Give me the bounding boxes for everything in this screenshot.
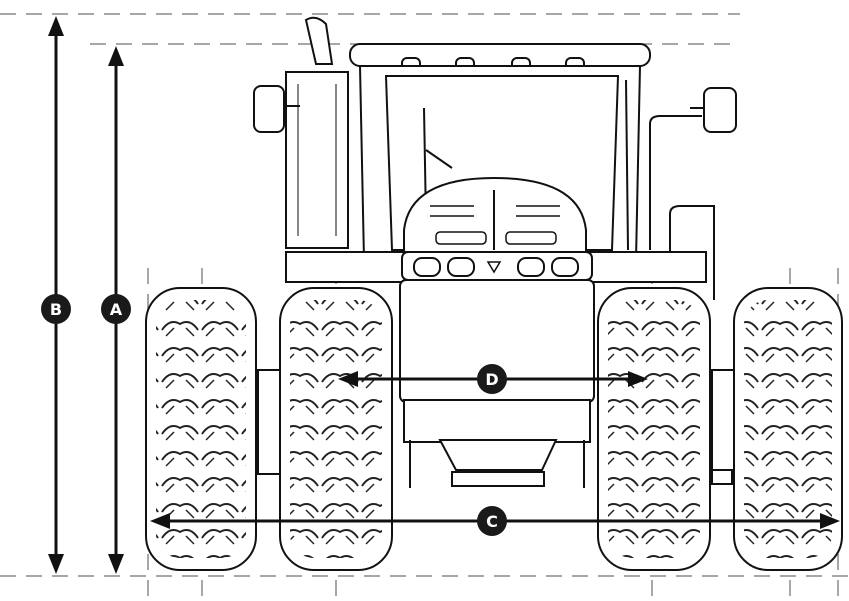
label-b-text: B [50, 300, 62, 319]
air-cleaner [285, 71, 349, 249]
label-badge-c: C [477, 506, 507, 536]
dimension-a-arrowhead-bottom [108, 554, 124, 574]
headlight [551, 257, 579, 277]
headlight [413, 257, 441, 277]
cab-window [384, 75, 620, 251]
dimension-labels: B A D C [41, 294, 507, 536]
headlight [447, 257, 475, 277]
dimension-c-arrowhead-left [150, 513, 170, 529]
inner-right-tire [597, 287, 711, 571]
label-a-text: A [110, 300, 123, 319]
label-badge-b: B [41, 294, 71, 324]
inner-left-tire [279, 287, 393, 571]
dimension-b-arrowhead-bottom [48, 554, 64, 574]
label-c-text: C [486, 512, 498, 531]
label-badge-d: D [477, 364, 507, 394]
exhaust-pipe [304, 16, 334, 65]
dimension-c-arrowhead-right [820, 513, 840, 529]
outer-right-tire [733, 287, 843, 571]
front-axle-housing [403, 399, 591, 443]
drawbar [438, 439, 558, 471]
label-badge-a: A [101, 294, 131, 324]
dimension-a-arrowhead-top [108, 46, 124, 66]
right-mirror [703, 87, 737, 133]
tires [145, 287, 843, 571]
outer-left-tire [145, 287, 257, 571]
left-mirror [253, 85, 285, 133]
wiper [425, 149, 453, 169]
dimension-d-arrowhead-right [628, 371, 648, 387]
headlight [517, 257, 545, 277]
cab-roof [349, 43, 651, 67]
tractor-body [253, 16, 739, 488]
label-d-text: D [485, 370, 498, 389]
dimension-d-arrowhead-left [338, 371, 358, 387]
dimension-b-arrowhead-top [48, 16, 64, 36]
